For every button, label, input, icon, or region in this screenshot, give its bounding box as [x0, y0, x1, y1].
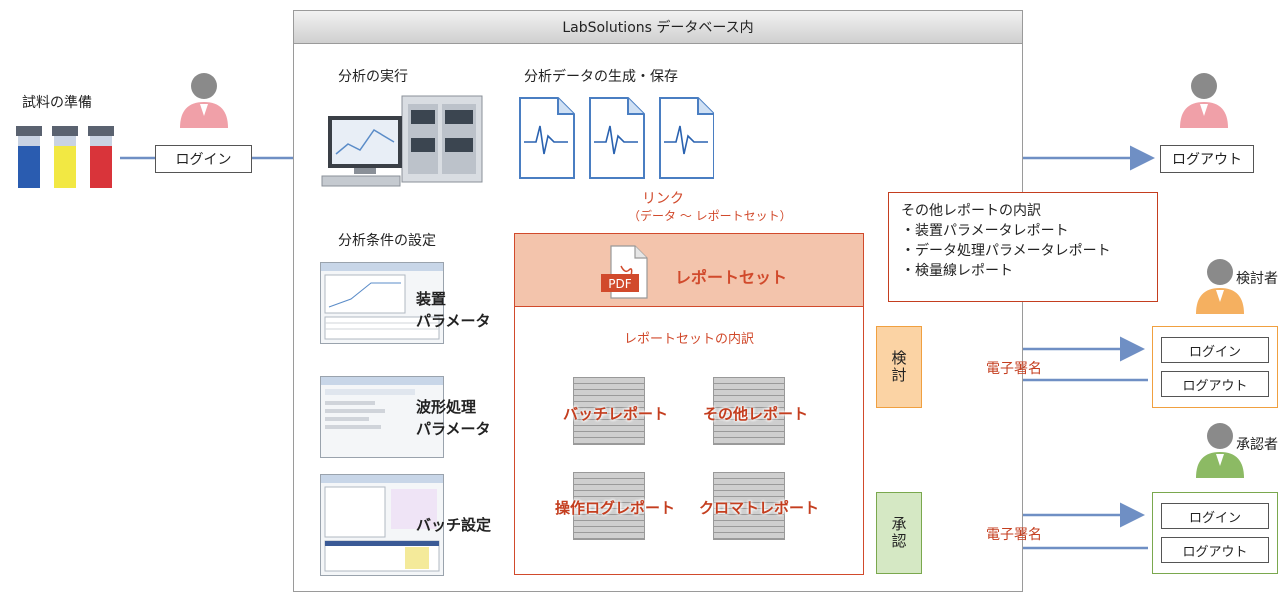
other-reports-item: ・データ処理パラメータレポート	[901, 243, 1111, 259]
database-title: LabSolutions データベース内	[294, 11, 1022, 44]
data-files-group	[519, 97, 714, 179]
report-label-batch: バッチレポート	[563, 405, 669, 423]
report-doc-icon	[713, 472, 785, 540]
batch-setting-screenshot	[320, 474, 444, 576]
approver-user-icon	[1196, 423, 1244, 478]
pdf-badge-label: PDF	[608, 277, 631, 291]
operator-user-icon	[180, 73, 228, 128]
link-label: リンク	[642, 191, 684, 207]
data-file-icon	[659, 97, 714, 179]
login-button[interactable]: ログイン	[155, 145, 252, 173]
instrument-pc-icon	[321, 95, 483, 187]
other-reports-title: その他レポートの内訳	[901, 203, 1041, 219]
report-doc-icon	[573, 472, 645, 540]
waveform-param-screenshot	[320, 376, 444, 458]
reviewer-login-button[interactable]: ログイン	[1161, 337, 1269, 363]
other-reports-item: ・装置パラメータレポート	[901, 223, 1069, 239]
data-gen-label: 分析データの生成・保存	[524, 69, 678, 85]
reviewer-user-icon	[1196, 259, 1244, 314]
param-label-instrument: 装置 パラメータ	[416, 290, 491, 330]
link-sub-label: （データ ～ レポートセット）	[628, 209, 792, 223]
review-box: 検討	[876, 326, 922, 408]
approver-logout-button[interactable]: ログアウト	[1161, 537, 1269, 563]
approver-login-button[interactable]: ログイン	[1161, 503, 1269, 529]
report-label-operation-log: 操作ログレポート	[555, 499, 676, 517]
run-analysis-label: 分析の実行	[338, 69, 408, 85]
reviewer-logout-button[interactable]: ログアウト	[1161, 371, 1269, 397]
report-set-title: レポートセット	[675, 268, 788, 287]
report-label-chromatogram: クロマトレポート	[699, 499, 820, 517]
approver-label: 承認者	[1236, 437, 1278, 453]
report-set-panel: PDF レポートセット レポートセットの内訳 バッチレポート その他レポート 操…	[514, 233, 864, 575]
report-doc-icon	[713, 377, 785, 445]
instrument-param-screenshot	[320, 262, 444, 344]
report-set-breakdown-label: レポートセットの内訳	[623, 332, 754, 347]
operator-user-icon	[1180, 73, 1228, 128]
param-label-waveform: 波形処理 パラメータ	[416, 398, 491, 438]
conditions-title: 分析条件の設定	[338, 233, 436, 249]
reviewer-label: 検討者	[1236, 271, 1278, 287]
reviewer-panel: ログイン ログアウト	[1152, 326, 1278, 408]
report-label-other: その他レポート	[703, 405, 809, 423]
sample-prep-label: 試料の準備	[22, 95, 92, 111]
data-file-icon	[589, 97, 645, 179]
approve-signature-label: 電子署名	[986, 527, 1042, 543]
pdf-file-icon: PDF	[601, 245, 648, 299]
data-file-icon	[519, 97, 575, 179]
approve-box: 承認	[876, 492, 922, 574]
approver-panel: ログイン ログアウト	[1152, 492, 1278, 574]
review-signature-label: 電子署名	[986, 361, 1042, 377]
sample-vials-icon	[16, 126, 114, 188]
other-reports-item: ・検量線レポート	[901, 263, 1013, 279]
param-label-batch: バッチ設定	[416, 516, 492, 534]
report-doc-icon	[573, 377, 645, 445]
report-set-header: PDF レポートセット	[515, 234, 863, 307]
other-reports-note: その他レポートの内訳 ・装置パラメータレポート ・データ処理パラメータレポート …	[888, 192, 1158, 302]
logout-button[interactable]: ログアウト	[1160, 145, 1254, 173]
